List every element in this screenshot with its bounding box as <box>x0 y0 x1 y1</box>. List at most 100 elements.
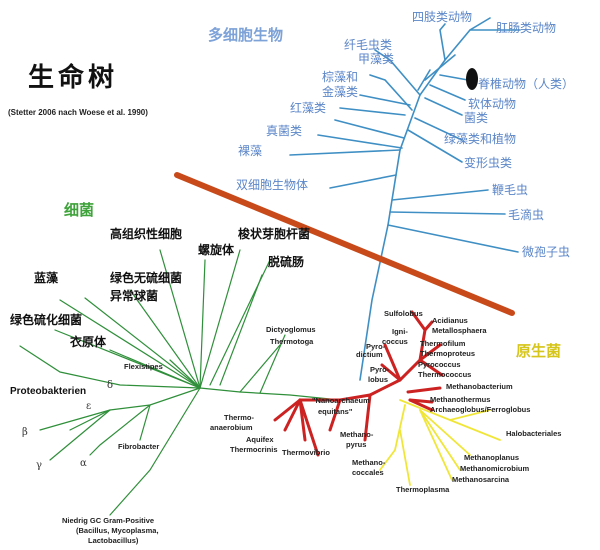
label-methanobacterium: Methanobacterium <box>446 382 513 391</box>
label-ignicoccus-2: coccus <box>382 337 408 346</box>
archaea-yellow-branch-6 <box>399 429 411 486</box>
domain-label-eukaryota: 多细胞生物 <box>208 26 284 44</box>
archaea-branch-11 <box>328 398 342 432</box>
label-ignicoccus-1: Igni- <box>392 327 408 336</box>
eukaryote-branch-11 <box>317 134 403 149</box>
bacteria-branch-15 <box>199 259 206 389</box>
archaea-branch-7 <box>406 386 442 394</box>
eukaryote-branch-6 <box>429 84 466 101</box>
bacteria-branch-14 <box>159 249 201 389</box>
label-methanomicrobium: Methanomicrobium <box>460 464 530 473</box>
label-high-org-cells: 高组织性细胞 <box>110 227 183 241</box>
label-thermoproteus: Thermoproteus <box>420 349 476 358</box>
citation: (Stetter 2006 nach Woese et al. 1990) <box>8 108 148 117</box>
human-marker-icon <box>466 68 478 90</box>
eukaryote-branch-12 <box>289 149 401 156</box>
label-epsilon: ε <box>86 401 92 412</box>
archaea-branch-5 <box>383 343 402 382</box>
label-sulfolobus: Sulfolobus <box>384 309 423 318</box>
label-vertebrates: 脊椎动物（人类） <box>478 77 575 91</box>
eukaryote-branch-13 <box>329 174 397 189</box>
archaea-branch-14 <box>273 398 302 422</box>
label-dictyoglomus: Dictyoglomus <box>266 325 316 334</box>
label-amoeba: 变形虫类 <box>464 156 513 170</box>
label-thermococcus: Thermococcus <box>418 370 472 379</box>
label-methanopyrus-2: pyrus <box>346 440 367 449</box>
label-ciliates: 纤毛虫类 <box>344 38 393 52</box>
label-cnidaria: 肛肠类动物 <box>496 21 557 35</box>
archaea-yellow-branch-4 <box>419 409 453 481</box>
label-methanosarcina: Methanosarcina <box>452 475 510 484</box>
label-green-nonsulfur: 绿色无硫细菌 <box>110 271 183 285</box>
domain-label-archaea: 原生菌 <box>516 342 562 360</box>
bacteria-branch-12 <box>84 297 201 389</box>
eukaryote-branch-8 <box>414 117 463 141</box>
label-methanopyrus-1: Methano- <box>340 430 374 439</box>
bacteria-branch-2 <box>69 387 201 431</box>
label-flexistipes: Flexistipes <box>124 362 163 371</box>
label-pyrococcus: Pyrococcus <box>418 360 461 369</box>
page-title: 生命树 <box>28 63 119 93</box>
archaea-yellow-branch-2 <box>419 409 471 456</box>
eukaryote-branch-10 <box>334 119 405 139</box>
eukaryote-branch-2 <box>439 23 446 61</box>
label-gamma: γ <box>36 460 42 471</box>
archaea-branch-10 <box>363 393 372 442</box>
bacteria-branch-16 <box>199 249 241 389</box>
archaea-branch-12 <box>283 398 302 432</box>
label-metallosphaera: Metallosphaera <box>432 326 487 335</box>
bacteria-branch-13 <box>129 289 201 389</box>
label-methanococcales-2: coccales <box>352 468 384 477</box>
bacteria-branch-19 <box>239 344 281 393</box>
archaea-branch-0 <box>298 328 427 402</box>
bacteria-branch-20 <box>259 334 286 394</box>
bacteria-branch-7 <box>109 387 201 516</box>
label-nanoarchaeum-2: equitans" <box>318 407 353 416</box>
archaea-branch-15 <box>298 398 320 457</box>
label-thermoanaero-1: Thermo- <box>224 413 254 422</box>
eukaryote-branch-0 <box>359 17 491 381</box>
bacteria-branch-1 <box>19 345 201 389</box>
label-pyrodictium-2: dictium <box>356 350 383 359</box>
domain-label-bacteria: 细菌 <box>64 201 95 219</box>
label-pyrolobus-2: lobus <box>368 375 388 384</box>
bacteria-branch-18 <box>219 274 263 386</box>
label-methanococcales-1: Methano- <box>352 458 386 467</box>
label-acidianus: Acidianus <box>432 316 468 325</box>
archaea-branch-1 <box>410 310 427 332</box>
eukaryote-branch-17 <box>359 94 411 106</box>
label-thermocrinis: Thermocrinis <box>230 445 278 454</box>
label-pyrodictium-1: Pyro- <box>366 342 386 351</box>
label-proteobacteria: Proteobakterien <box>10 386 87 397</box>
archaea-branch-2 <box>423 320 434 332</box>
label-halobacteriales: Halobacteriales <box>506 429 562 438</box>
eukaryote-branch-4 <box>369 74 413 111</box>
eukaryote-branch-20 <box>424 54 456 81</box>
label-chlamydia: 衣原体 <box>70 335 107 349</box>
eukaryote-branch-19 <box>417 69 431 91</box>
label-thermoanaero-2: anaerobium <box>210 423 253 432</box>
bacteria-branch-0 <box>199 387 341 401</box>
label-alpha: α <box>80 458 87 469</box>
label-beta: β <box>22 427 28 438</box>
archaea-branch-4 <box>418 358 444 377</box>
label-true-fungi: 真菌类 <box>266 124 303 138</box>
bacteria-branch-5 <box>89 404 151 456</box>
label-thermofilum: Thermofilum <box>420 339 466 348</box>
bacteria-branch-6 <box>139 404 151 441</box>
label-methanoplanus: Methanoplanus <box>464 453 520 462</box>
label-brown-algae: 棕藻和 <box>322 70 359 84</box>
label-delta: δ <box>107 380 114 391</box>
bacteria-branch-4 <box>49 409 111 461</box>
label-green-plants: 绿藻类和植物 <box>444 132 517 146</box>
bacteria-branch-10 <box>54 329 201 389</box>
label-low-gc-1: Niedrig GC Gram-Positive <box>62 516 155 525</box>
label-low-gc-3: Lactobacillus) <box>88 536 139 545</box>
label-fibrobacter: Fibrobacter <box>118 442 160 451</box>
label-desulfo: 脱硫肠 <box>268 255 305 269</box>
label-golden-algae: 金藻类 <box>322 85 359 99</box>
eukaryote-branch-9 <box>407 129 463 163</box>
label-thermovibrio: Thermovibrio <box>282 448 330 457</box>
label-thermotoga: Thermotoga <box>270 337 314 346</box>
